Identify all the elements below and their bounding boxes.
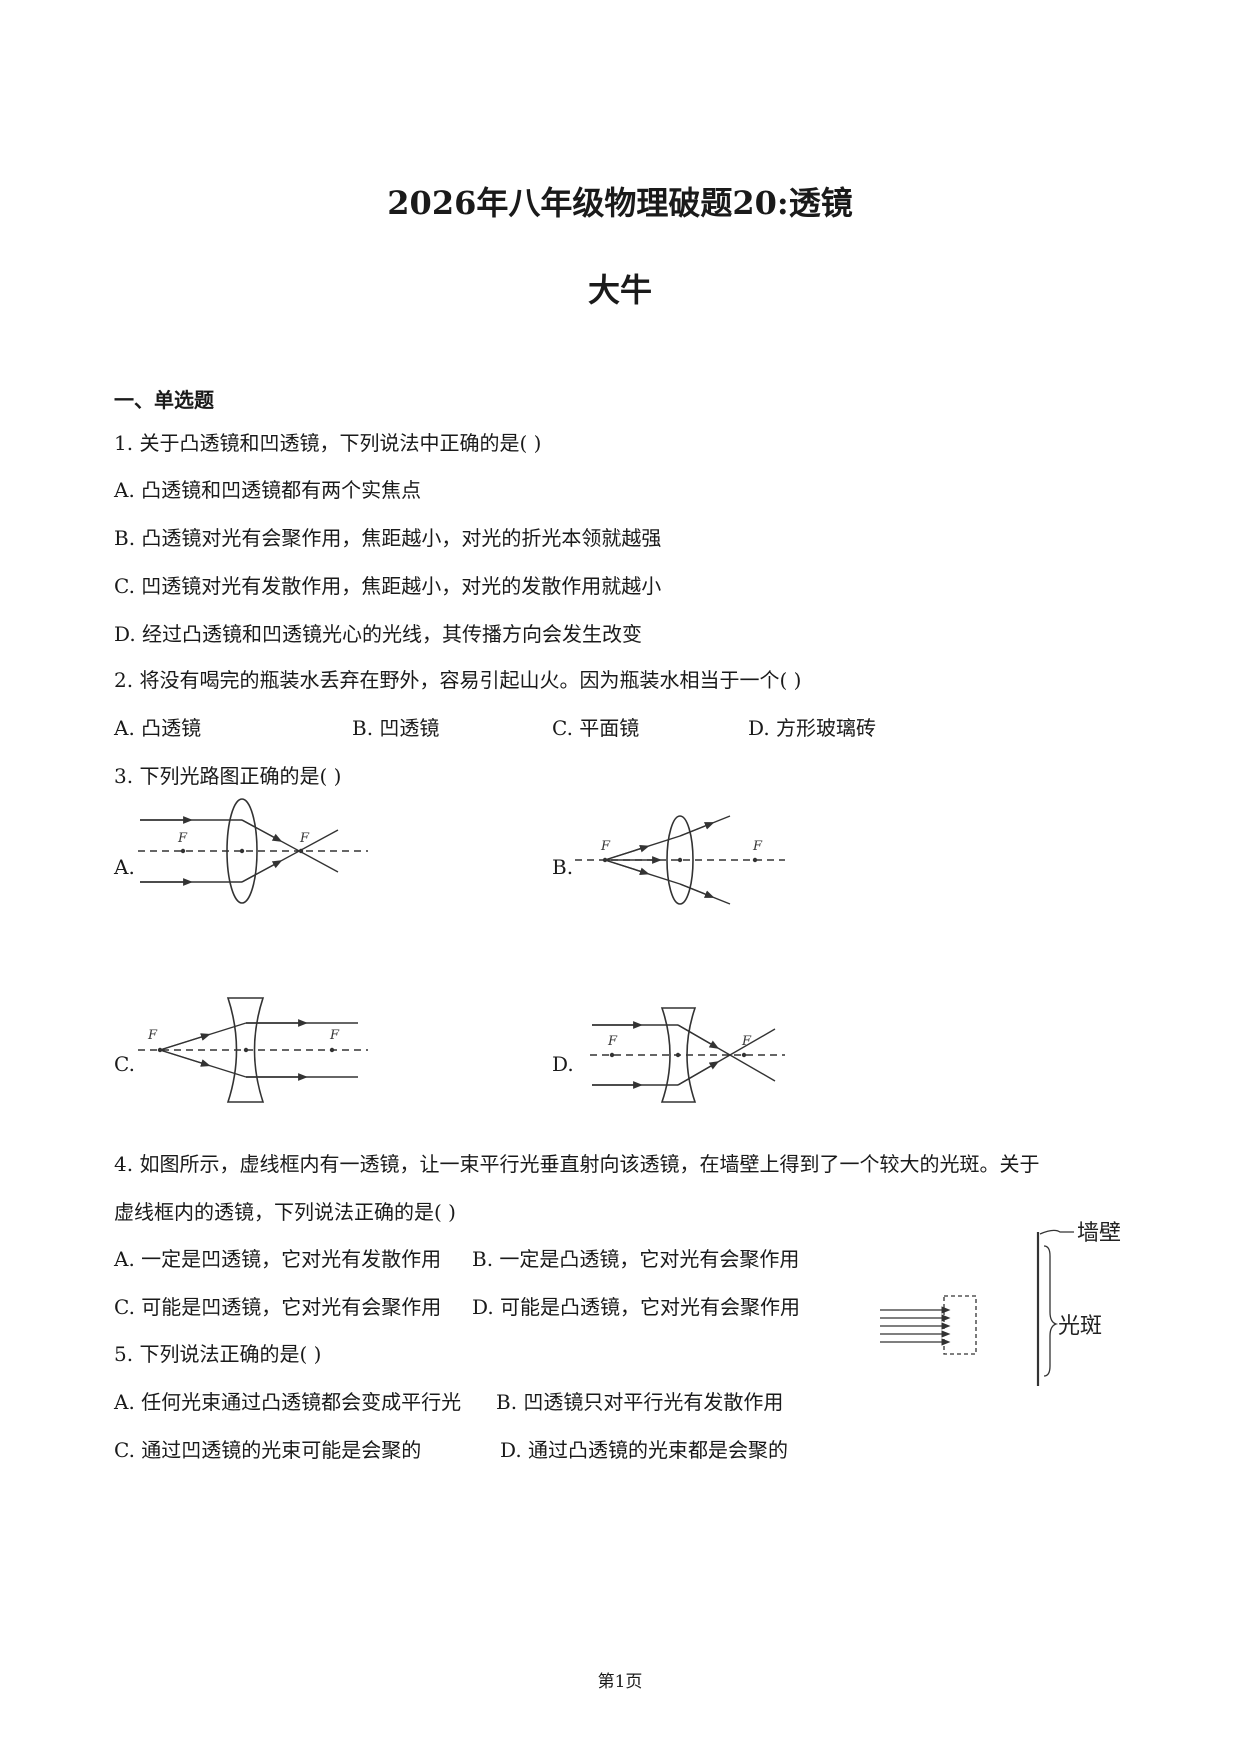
page-number: 第1页 — [597, 1672, 643, 1692]
focus-label-b2: F — [752, 839, 763, 854]
diagram-a-convex-lens: F F — [138, 798, 368, 908]
spot-label: 光斑 — [1058, 1314, 1102, 1339]
spot-brace — [1043, 1245, 1059, 1377]
focus-label-d2: F — [741, 1034, 752, 1049]
question-2-option-a: A. 凸透镜 — [114, 716, 202, 740]
question-5-option-d: D. 通过凸透镜的光束都是会聚的 — [500, 1438, 789, 1462]
focus-label-c1: F — [147, 1028, 158, 1043]
document-title: 2026年八年级物理破题20:透镜 — [387, 184, 853, 222]
diagram-b-label: B. — [552, 855, 574, 879]
focus-label-c2: F — [329, 1028, 340, 1043]
question-1-option-a: A. 凸透镜和凹透镜都有两个实焦点 — [114, 478, 422, 502]
diagram-q4-wall-spot: 墙壁 光斑 — [876, 1216, 1156, 1391]
question-4-option-c: C. 可能是凹透镜，它对光有会聚作用 — [114, 1295, 442, 1319]
focus-label-d1: F — [607, 1034, 618, 1049]
question-1-option-b: B. 凸透镜对光有会聚作用，焦距越小，对光的折光本领就越强 — [114, 526, 662, 550]
question-2-option-b: B. 凹透镜 — [352, 716, 440, 740]
question-1-option-c: C. 凹透镜对光有发散作用，焦距越小，对光的发散作用就越小 — [114, 574, 662, 598]
diagram-b-convex-lens: F F — [575, 808, 790, 905]
question-3-stem: 3. 下列光路图正确的是( ) — [114, 764, 342, 788]
wall-label: 墙壁 — [1077, 1221, 1121, 1246]
question-5-option-a: A. 任何光束通过凸透镜都会变成平行光 — [114, 1390, 462, 1414]
section-heading: 一、单选题 — [114, 388, 214, 412]
question-5-stem: 5. 下列说法正确的是( ) — [114, 1342, 322, 1366]
question-4-option-b: B. 一定是凸透镜，它对光有会聚作用 — [472, 1247, 800, 1271]
question-5-option-b: B. 凹透镜只对平行光有发散作用 — [496, 1390, 784, 1414]
focus-label-a1: F — [177, 831, 188, 846]
diagram-c-label: C. — [114, 1052, 135, 1076]
question-5-option-c: C. 通过凹透镜的光束可能是会聚的 — [114, 1438, 422, 1462]
diagram-d-label: D. — [552, 1052, 574, 1076]
question-2-option-d: D. 方形玻璃砖 — [748, 716, 877, 740]
focus-label-a2: F — [299, 831, 310, 846]
dashed-lens-box — [943, 1295, 977, 1355]
document-author: 大牛 — [587, 271, 652, 309]
question-4-stem-line2: 虚线框内的透镜，下列说法正确的是( ) — [114, 1200, 456, 1224]
diagram-c-concave-lens: F F — [138, 995, 373, 1105]
question-4-stem-line1: 4. 如图所示，虚线框内有一透镜，让一束平行光垂直射向该透镜，在墙壁上得到了一个… — [114, 1152, 1040, 1176]
question-1-stem: 1. 关于凸透镜和凹透镜，下列说法中正确的是( ) — [114, 431, 542, 455]
focus-label-b1: F — [600, 839, 611, 854]
question-4-option-a: A. 一定是凹透镜，它对光有发散作用 — [114, 1247, 442, 1271]
question-1-option-d: D. 经过凸透镜和凹透镜光心的光线，其传播方向会发生改变 — [114, 622, 643, 646]
question-2-stem: 2. 将没有喝完的瓶装水丢弃在野外，容易引起山火。因为瓶装水相当于一个( ) — [114, 668, 802, 692]
diagram-a-label: A. — [114, 855, 135, 879]
diagram-d-concave-lens: F F — [590, 1005, 790, 1105]
question-2-option-c: C. 平面镜 — [552, 716, 640, 740]
question-4-option-d: D. 可能是凸透镜，它对光有会聚作用 — [472, 1295, 801, 1319]
